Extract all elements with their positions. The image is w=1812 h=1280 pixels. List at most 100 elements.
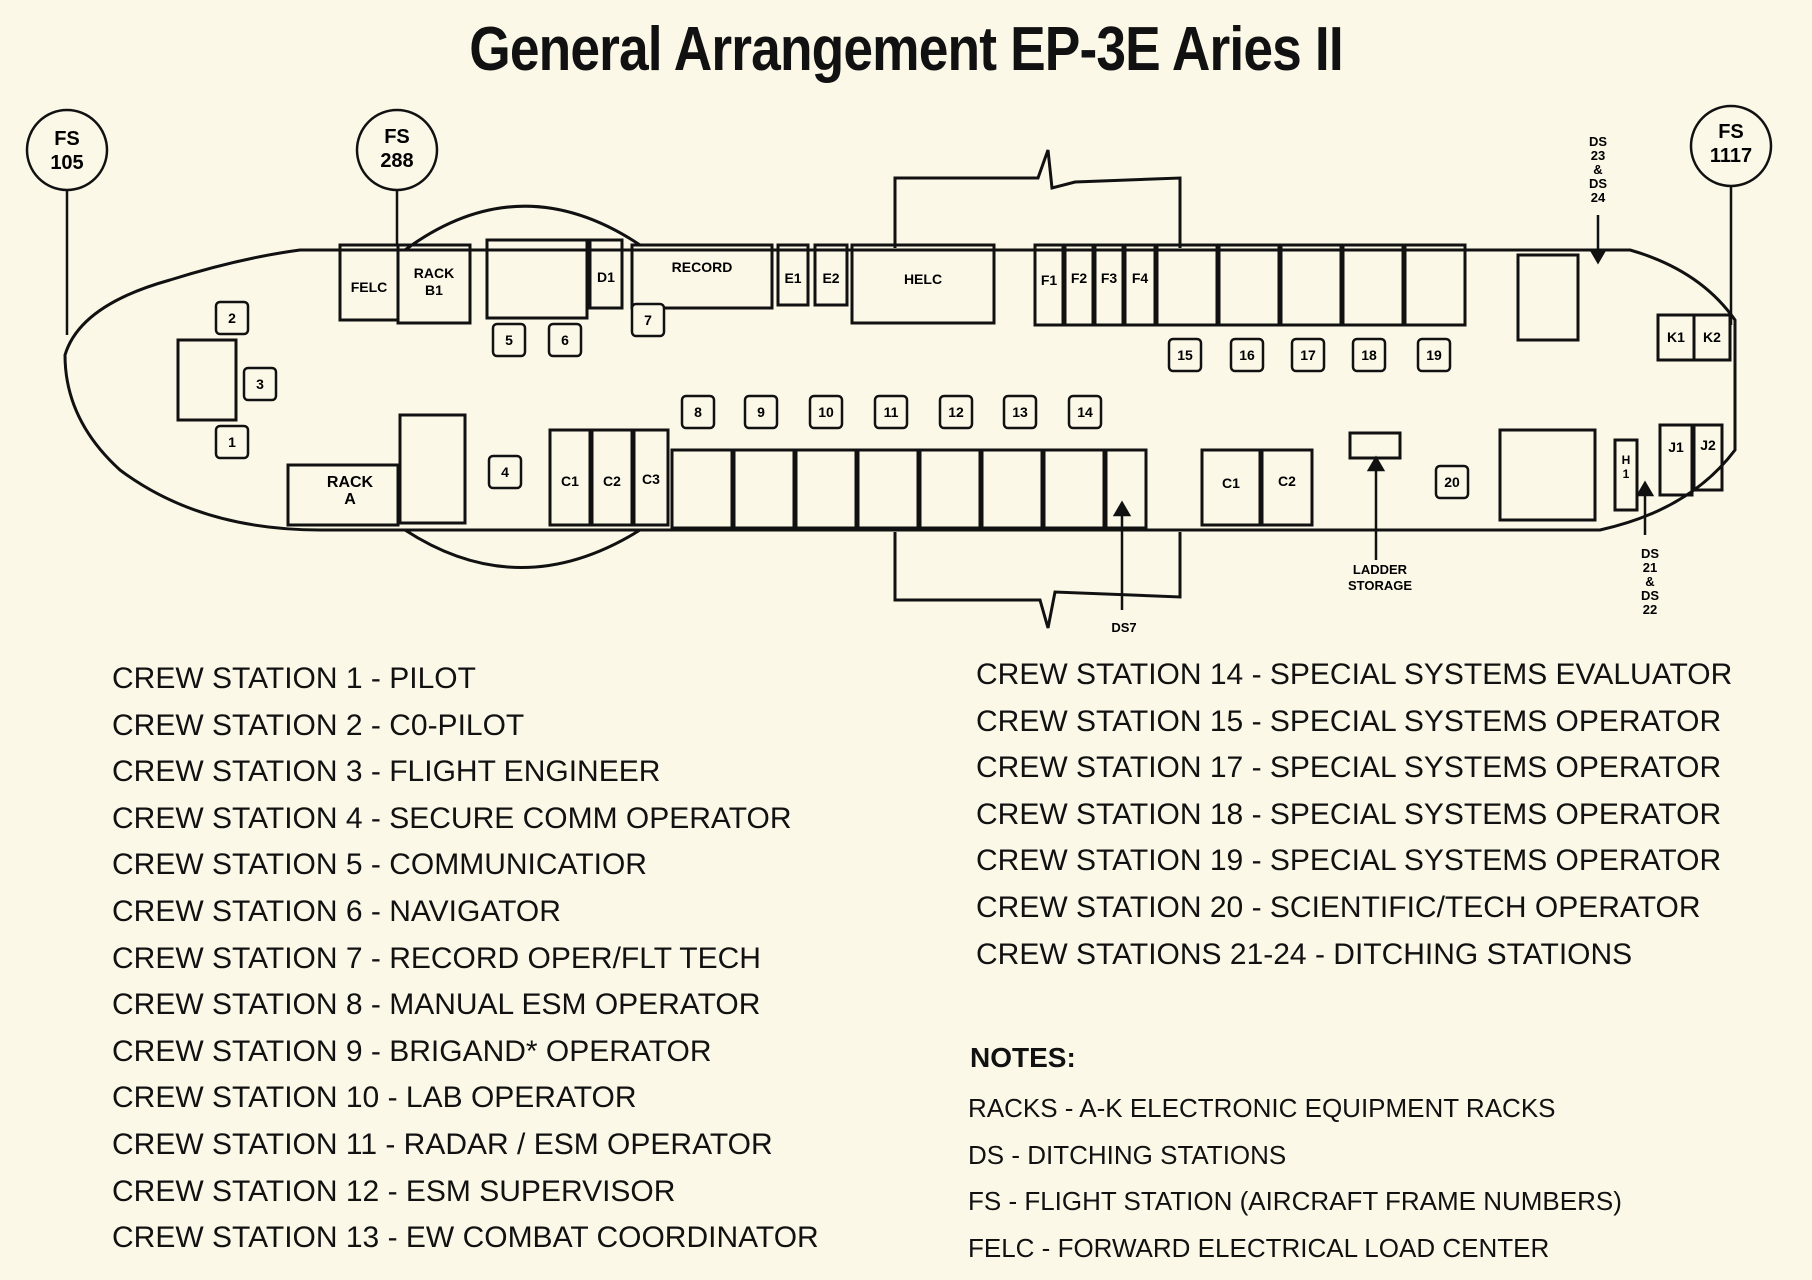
f1-rack xyxy=(1033,243,1065,327)
crew-seat-label-2: 2 xyxy=(228,310,236,326)
crew-seat-label-12: 12 xyxy=(948,404,964,420)
aft-rack-5 xyxy=(1403,243,1467,327)
f4-rack xyxy=(1123,243,1157,327)
ds23-24-label-5: 24 xyxy=(1591,190,1606,205)
e1-label: E1 xyxy=(784,270,801,286)
c1-fwd-label: C1 xyxy=(561,473,579,489)
f2-rack xyxy=(1063,243,1095,327)
crew-seat-label-4: 4 xyxy=(501,464,509,480)
c2-aft-rack xyxy=(1260,448,1314,527)
crew-station-item: CREW STATION 1 - PILOT xyxy=(112,662,476,695)
ds21-22-label-1: DS xyxy=(1641,546,1659,561)
c2-fwd-rack xyxy=(590,428,634,527)
page-title: General Arrangement EP-3E Aries II xyxy=(469,15,1343,84)
crew-seat-label-16: 16 xyxy=(1239,347,1255,363)
crew-seat-17 xyxy=(1290,337,1326,373)
rack-b1-label-1: RACK xyxy=(414,265,454,281)
note-item: FELC - FORWARD ELECTRICAL LOAD CENTER xyxy=(968,1232,1550,1263)
console-8 xyxy=(1104,448,1148,530)
f4-label: F4 xyxy=(1132,270,1149,286)
rack-a xyxy=(286,463,400,527)
k2-label: K2 xyxy=(1703,329,1721,345)
crew-station-item: CREW STATION 5 - COMMUNICATIOR xyxy=(112,848,647,882)
crew-seat-16 xyxy=(1229,337,1265,373)
crew-station-item: CREW STATIONS 21-24 - DITCHING STATIONS xyxy=(976,937,1633,971)
note-item: DS - DITCHING STATIONS xyxy=(968,1139,1287,1170)
rack-b1-label-2: B1 xyxy=(425,282,443,298)
ladder-storage-label-1: LADDER xyxy=(1353,562,1408,577)
crew-station-item: CREW STATION 17 - SPECIAL SYSTEMS OPERAT… xyxy=(976,751,1722,785)
h1-label-2: 1 xyxy=(1623,467,1630,481)
ds7-label: DS7 xyxy=(1111,620,1136,635)
crew-seat-20 xyxy=(1434,464,1470,500)
console-4 xyxy=(856,448,920,530)
fs-1117-label-1: FS xyxy=(1718,121,1744,143)
ds23-24-label-4: DS xyxy=(1589,176,1607,191)
f2-label: F2 xyxy=(1071,270,1088,286)
crew-seat-4 xyxy=(487,454,523,490)
radome-dome xyxy=(404,204,641,252)
crew-seat-1 xyxy=(214,424,250,460)
h1-rack xyxy=(1613,438,1639,512)
crew-seat-11 xyxy=(873,394,909,430)
crew-station-item: CREW STATION 6 - NAVIGATOR xyxy=(112,894,561,928)
k1-label: K1 xyxy=(1667,329,1685,345)
f3-label: F3 xyxy=(1101,270,1118,286)
wing-upper xyxy=(893,149,1182,248)
crew-seat-8 xyxy=(680,394,716,430)
crew-station-item: CREW STATION 13 - EW COMBAT COORDINATOR xyxy=(112,1221,819,1255)
k2-rack xyxy=(1692,313,1732,362)
e1-rack xyxy=(776,243,810,307)
crew-seat-label-20: 20 xyxy=(1444,474,1460,490)
rack-b1 xyxy=(396,243,472,325)
crew-seat-19 xyxy=(1416,337,1452,373)
crew-seat-6 xyxy=(547,322,583,358)
c3-label: C3 xyxy=(642,471,660,487)
ds23-24-label-3: & xyxy=(1593,162,1602,177)
ds23-24-label-1: DS xyxy=(1589,134,1607,149)
c3-rack xyxy=(632,428,670,527)
crew-station-item: CREW STATION 19 - SPECIAL SYSTEMS OPERAT… xyxy=(976,844,1722,878)
crew-seat-label-5: 5 xyxy=(505,332,513,348)
crew-seat-9 xyxy=(743,394,779,430)
record-label: RECORD xyxy=(672,259,733,275)
crew-station-item: CREW STATION 9 - BRIGAND* OPERATOR xyxy=(112,1034,712,1068)
crew-seat-18 xyxy=(1351,337,1387,373)
ds21-22-label-5: 22 xyxy=(1643,602,1657,617)
c2-fwd-label: C2 xyxy=(603,473,621,489)
crew-station-item: CREW STATION 8 - MANUAL ESM OPERATOR xyxy=(112,988,761,1022)
ladder-storage-box xyxy=(1348,431,1402,460)
console-7 xyxy=(1042,448,1106,530)
crew-station-item: CREW STATION 14 - SPECIAL SYSTEMS EVALUA… xyxy=(976,658,1733,691)
crew-station-item: CREW STATION 7 - RECORD OPER/FLT TECH xyxy=(112,941,761,975)
crew-seat-label-19: 19 xyxy=(1426,347,1442,363)
crew-station-item: CREW STATION 10 - LAB OPERATOR xyxy=(112,1081,637,1115)
c2-aft-label: C2 xyxy=(1278,473,1296,489)
crew-seat-label-11: 11 xyxy=(884,404,899,420)
note-item: FS - FLIGHT STATION (AIRCRAFT FRAME NUMB… xyxy=(968,1186,1622,1217)
j1-label: J1 xyxy=(1668,439,1684,455)
crew-station-item: CREW STATION 2 - C0-PILOT xyxy=(112,708,525,742)
crew-station-item: CREW STATION 3 - FLIGHT ENGINEER xyxy=(112,755,661,789)
rack-a-label-1: RACK xyxy=(327,474,374,491)
aft-rack-4 xyxy=(1341,243,1405,327)
console-1 xyxy=(670,448,734,530)
crew-seat-15 xyxy=(1167,337,1203,373)
console-3 xyxy=(794,448,858,530)
ds21-22-label-3: & xyxy=(1645,574,1654,589)
fs-1117-label-2: 1117 xyxy=(1710,145,1752,167)
d1-label: D1 xyxy=(597,269,615,285)
crew-seat-7 xyxy=(630,302,666,338)
crew-seat-2 xyxy=(214,300,250,336)
crew-seat-14 xyxy=(1067,394,1103,430)
crew-stations-left-list: CREW STATION 1 - PILOT CREW STATION 2 - … xyxy=(112,656,819,1262)
note-item: RACKS - A-K ELECTRONIC EQUIPMENT RACKS xyxy=(968,1093,1556,1123)
radome-dome-lower xyxy=(404,528,641,569)
crew-seat-label-9: 9 xyxy=(757,404,765,420)
crew-seat-5 xyxy=(491,322,527,358)
aft-rack-3 xyxy=(1279,243,1343,327)
crew-stations-right-list: CREW STATION 14 - SPECIAL SYSTEMS EVALUA… xyxy=(976,652,1732,978)
ds21-22-label-2: 21 xyxy=(1643,560,1657,575)
console-5 xyxy=(918,448,982,530)
fwd-seat-block xyxy=(398,413,467,525)
